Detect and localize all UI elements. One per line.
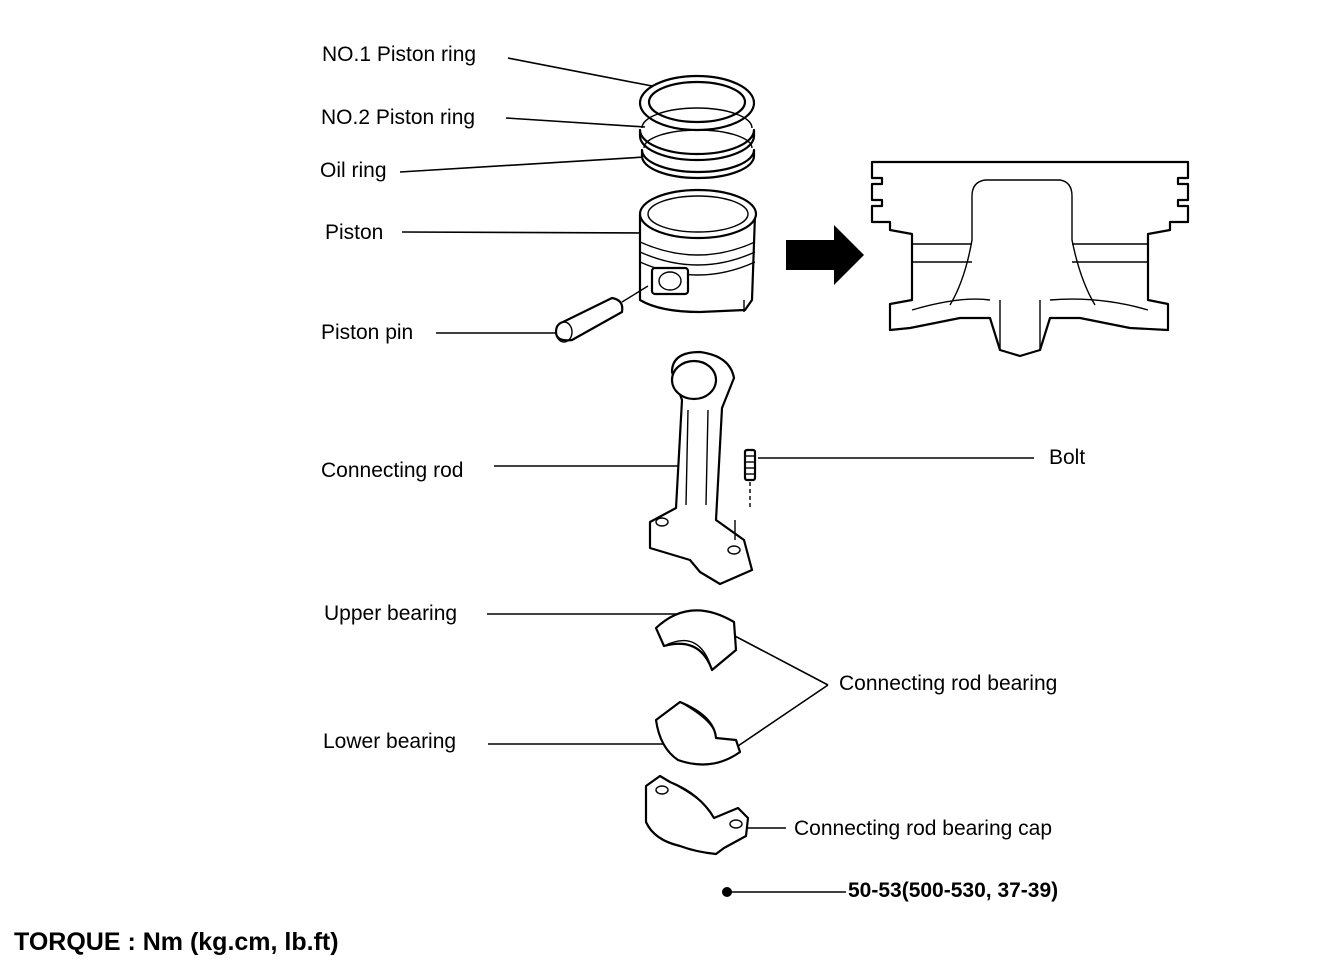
- bearing-icon: [654, 700, 742, 766]
- torque-spec-value: 50-53(500-530, 37-39): [848, 879, 1059, 902]
- label-connecting-rod-bearing-cap: Connecting rod bearing cap: [794, 817, 1053, 840]
- bolt-icon: [743, 448, 757, 510]
- label-no2-piston-ring: NO.2 Piston ring: [321, 106, 476, 129]
- label-oil-ring: Oil ring: [320, 159, 387, 182]
- piston-pin-icon: [554, 285, 649, 343]
- arrow-right-icon: [786, 225, 864, 285]
- label-connecting-rod-bearing: Connecting rod bearing: [839, 672, 1058, 695]
- bearing-icon: [654, 609, 738, 672]
- label-piston-pin: Piston pin: [321, 321, 414, 344]
- label-upper-bearing: Upper bearing: [324, 602, 458, 625]
- piston-ring-icon: [638, 107, 756, 162]
- torque-dot-icon: [722, 887, 732, 897]
- piston-ring-icon: [638, 74, 756, 132]
- piston-cross-section-icon: [870, 160, 1190, 358]
- label-connecting-rod: Connecting rod: [321, 459, 464, 482]
- piston-icon: [638, 188, 758, 314]
- label-no1-piston-ring: NO.1 Piston ring: [322, 43, 477, 66]
- label-lower-bearing: Lower bearing: [323, 730, 457, 753]
- connecting-rod-icon: [648, 350, 754, 586]
- label-bolt: Bolt: [1049, 446, 1086, 469]
- bearing-cap-icon: [644, 774, 750, 856]
- torque-caption: TORQUE : Nm (kg.cm, lb.ft): [14, 928, 339, 956]
- leader-lines: [399, 57, 1034, 893]
- label-piston: Piston: [325, 221, 384, 244]
- piston-ring-icon: [640, 129, 756, 180]
